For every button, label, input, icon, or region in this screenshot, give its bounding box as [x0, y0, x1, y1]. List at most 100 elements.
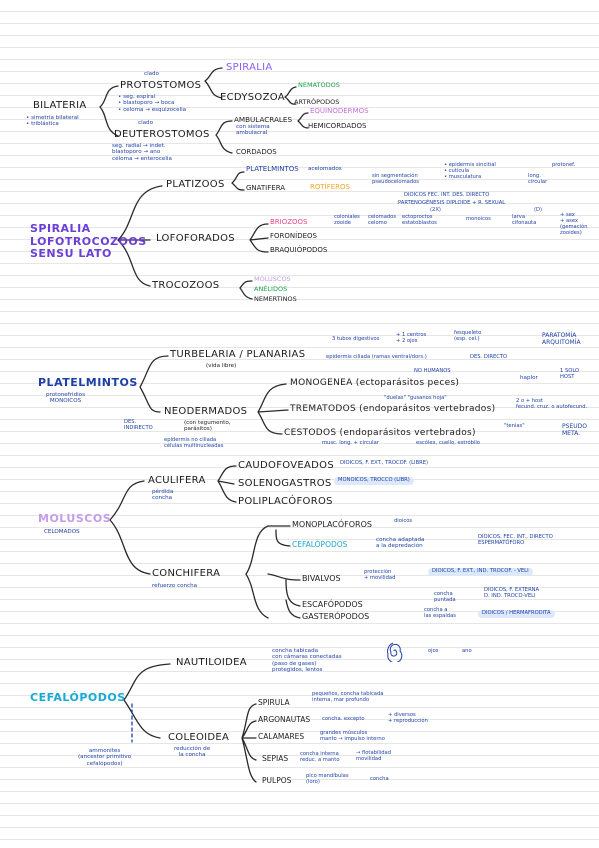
- note-turb-1: 3 tubos digestivos: [332, 336, 380, 342]
- note-neodermados-2: epidermis no ciliada células multinuclea…: [164, 437, 224, 449]
- node-platelmintos-small: PLATELMINTOS: [246, 165, 299, 173]
- note-platelmintos: protonefridios MONOICOS: [46, 392, 86, 405]
- node-foronideos: FORONÍDEOS: [270, 232, 317, 240]
- node-monoplacoforos: MONOPLACÓFOROS: [292, 520, 372, 529]
- title-cefalopodos: CEFALÓPODOS: [30, 691, 126, 704]
- note-monoplac: dioicos: [394, 518, 413, 524]
- note-calamares: grandes músculos manto → impulso interno: [320, 730, 385, 742]
- brace-bilateria: [99, 85, 119, 137]
- note-ambulacrales: con sistema ambulacral: [236, 124, 270, 137]
- node-cordados: CORDADOS: [236, 148, 277, 156]
- note-paratomia: PARATOMÍA ARQUITOMÍA: [542, 332, 581, 346]
- note-clado-deut: clado: [138, 120, 154, 126]
- node-platizoos: PLATIZOOS: [166, 179, 225, 190]
- node-ambulacrales: AMBULACRALES: [234, 115, 293, 124]
- note-mono: NO HUMANOS: [414, 368, 451, 374]
- brace-conchifera: [245, 525, 269, 619]
- note-bilateria: • simetría bilateral • triblástica: [26, 115, 79, 128]
- title-moluscos: MOLUSCOS: [38, 512, 112, 525]
- node-briozoos: BRIOZOOS: [270, 218, 308, 226]
- note-celomados: CELOMADOS: [44, 529, 80, 535]
- node-rotiferos: ROTÍFEROS: [310, 183, 350, 191]
- note-pseudometa: PSEUDO META.: [562, 423, 587, 437]
- node-deuterostomos: DEUTEROSTOMOS: [114, 129, 210, 140]
- note-solo-host: 1 SOLO HOST: [560, 368, 580, 380]
- note-sepias-2: → flotabilidad movilidad: [356, 750, 392, 762]
- node-anelidos: ANÉLIDOS: [254, 285, 288, 293]
- note-duelas: "duelas" "gusanos hoja": [384, 395, 447, 401]
- line-cefal: [275, 529, 291, 547]
- node-caudofoveados: CAUDOFOVEADOS: [238, 460, 334, 471]
- note-clado-proto: clado: [144, 71, 160, 77]
- note-trem: 2 o + host fecund. cruz. o autofecund.: [516, 398, 588, 410]
- note-caudo: DIOICOS, F. EXT., TROCOF. (LIBRE): [340, 460, 429, 466]
- note-reduccion: reducción de la concha: [174, 746, 211, 759]
- note-cest-2: escólex, cuello, estróbilo: [416, 440, 480, 446]
- note-turb-4: epidermis ciliada (ramas ventral/dors.): [326, 354, 427, 360]
- note-brio-6: + sex + asex (gemación zooides): [560, 212, 588, 236]
- brace-platizoos: [231, 171, 245, 191]
- note-protonef: protonef.: [552, 162, 576, 168]
- node-trematodos: TREMATODOS (endoparásitos vertebrados): [290, 404, 496, 414]
- brace-bivalvos-sub: [285, 579, 301, 619]
- brace-deuterostomos: [215, 120, 233, 154]
- note-brio-5: larva cifonauta: [512, 214, 537, 226]
- node-cestodos: CESTODOS (endoparásitos vertebrados): [284, 428, 476, 438]
- brace-aculifera: [217, 465, 237, 503]
- node-artropodos: ARTRÓPODOS: [294, 98, 340, 106]
- note-dioicos: DIOICOS FEC. INT. DES. DIRECTO: [404, 192, 490, 198]
- brace-ambulacrales: [297, 112, 309, 129]
- note-ano: ano: [462, 648, 472, 654]
- node-lofoforados: LOFOFORADOS: [156, 233, 235, 244]
- node-escafopodos: ESCAFÓPODOS: [302, 600, 363, 609]
- note-brio-2: celomados celomo: [368, 214, 397, 226]
- title-spiralia: SPIRALIA LOFOTROCOZOOS SENSU LATO: [30, 222, 147, 261]
- note-argonautas: concha. excepto: [322, 716, 365, 722]
- node-aculifera: ACULIFERA: [148, 475, 206, 486]
- note-brio-3: ectoproctos estatoblastos: [402, 214, 437, 226]
- note-protostomos: • seg. espiral • blastoporo → boca • cel…: [118, 94, 187, 113]
- note-gaster-2: DIOICOS / HERMAFRODITA: [478, 610, 555, 618]
- note-d: (D): [534, 207, 543, 213]
- note-brio-4: monoicos: [466, 216, 491, 222]
- node-argonautas: ARGONAUTAS: [258, 715, 311, 724]
- note-bivalvos: protección + movilidad: [364, 569, 396, 581]
- note-gaster: concha a las espaldas: [424, 607, 456, 619]
- note-bivalvos-2: DIOICOS, F. EXT., IND. TROCOF. - VELI: [428, 568, 533, 576]
- note-rotiferos-1: sin segmentación pseudocelomados: [372, 173, 420, 185]
- note-2x: (2X): [430, 207, 441, 213]
- brace-trocozoos: [239, 280, 253, 300]
- node-gnatifera: GNATIFERA: [246, 184, 286, 192]
- note-cest-1: musc. long. + circular: [322, 440, 379, 446]
- note-parteno: PARTENOGÉNESIS DIPLOIDE + R. SEXUAL: [398, 200, 506, 206]
- nautilus-shell-icon: [387, 642, 403, 662]
- note-des-indirecto: DES. INDIRECTO: [124, 419, 153, 431]
- node-moluscos-small: MOLUSCOS: [254, 275, 291, 283]
- note-escafo: concha puntada: [434, 591, 456, 603]
- note-spirula: pequeños, concha tabicada interna, mar p…: [312, 691, 384, 703]
- node-nematodos: NEMATODOS: [298, 81, 340, 89]
- note-escafo-2: DIOICOS, F. EXTERNA D. IND. TROCO-VELI: [484, 587, 540, 599]
- node-cefalopodos-small: CEFALÓPODOS: [292, 540, 348, 549]
- brace-neodermados: [257, 383, 289, 435]
- note-tenias: "tenias": [504, 423, 525, 429]
- brace-coleoidea: [241, 703, 257, 783]
- note-rotiferos-3: long. circular: [528, 173, 548, 185]
- node-sepias: SEPIAS: [262, 754, 289, 763]
- note-pulpos-2: concha: [370, 776, 389, 782]
- note-turb-2: + 1 centros + 2 ojos: [396, 332, 427, 344]
- node-protostomos: PROTOSTOMOS: [120, 80, 202, 91]
- brace-lofoforados: [249, 223, 269, 253]
- brace-moluscos: [109, 480, 151, 575]
- title-platelmintos: PLATELMINTOS: [38, 376, 138, 389]
- node-neodermados: NEODERMADOS: [164, 406, 248, 417]
- node-turbelaria: TURBELARIA / PLANARIAS: [170, 349, 306, 360]
- node-monogenea: MONOGENEA (ectoparásitos peces): [290, 378, 460, 388]
- node-braquiopodos: BRAQUIÓPODOS: [270, 246, 328, 254]
- node-trocozoos: TROCOZOOS: [152, 280, 220, 291]
- note-cefal: concha adaptada a la depredación: [376, 537, 425, 550]
- node-conchifera: CONCHIFERA: [152, 568, 221, 579]
- brace-spiralia: [117, 185, 163, 287]
- note-brio-1: coloniales zooide: [334, 214, 360, 226]
